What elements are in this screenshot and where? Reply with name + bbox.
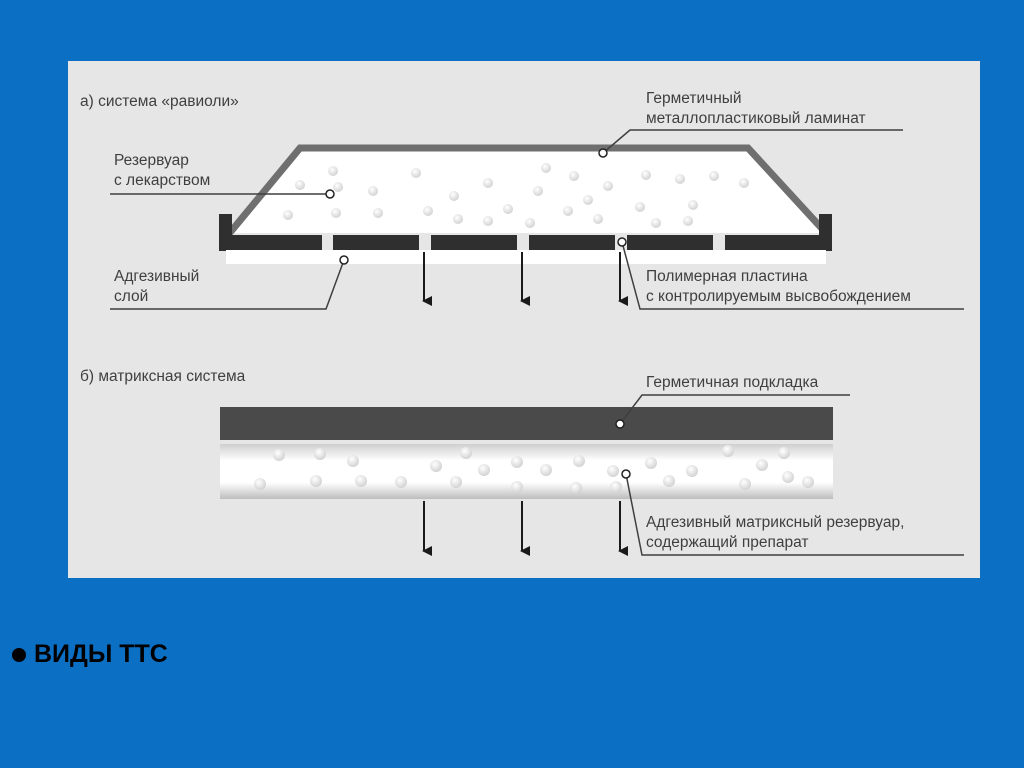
bullet-text: ВИДЫ ТТС [34, 640, 168, 668]
adhesive-layer [226, 250, 826, 264]
label-backing: Герметичная подкладка [646, 374, 819, 391]
callout-adhesive: Адгезивный слой [110, 255, 349, 310]
label-reservoir-line1: Резервуар [114, 152, 189, 169]
drug-particles-reservoir [283, 163, 749, 228]
label-laminate-line1: Герметичный [646, 90, 742, 107]
callout-backing: Герметичная подкладка [615, 374, 850, 429]
membrane-segment [529, 235, 615, 250]
label-matrix-line1: Адгезивный матриксный резервуар, [646, 514, 904, 531]
label-laminate-line2: металлопластиковый ламинат [646, 110, 866, 127]
release-arrows-a [422, 252, 628, 306]
callout-laminate: Герметичный металлопластиковый ламинат [598, 90, 903, 158]
label-membrane-line1: Полимерная пластина [646, 268, 808, 285]
diagram-panel: а) система «равиоли» [68, 61, 980, 578]
callout-reservoir: Резервуар с лекарством [110, 152, 335, 199]
rate-control-membrane [219, 235, 832, 250]
bullet-item: ВИДЫ ТТС [12, 640, 168, 669]
callout-membrane: Полимерная пластина с контролируемым выс… [617, 237, 964, 310]
membrane-segment [725, 235, 832, 250]
membrane-segment [333, 235, 419, 250]
backing-layer [220, 407, 833, 440]
matrix-reservoir [220, 444, 833, 499]
callout-matrix: Адгезивный матриксный резервуар, содержа… [621, 469, 964, 556]
section-b-heading: б) матриксная система [80, 368, 246, 385]
label-matrix-line2: содержащий препарат [646, 534, 809, 551]
tts-diagram: а) система «равиоли» [80, 90, 964, 556]
label-membrane-line2: с контролируемым высвобождением [646, 288, 911, 305]
label-reservoir-line2: с лекарством [114, 172, 210, 189]
membrane-segment [219, 235, 322, 250]
label-adhesive-line2: слой [114, 288, 148, 305]
drug-particles-matrix [254, 445, 814, 494]
section-a-heading: а) система «равиоли» [80, 93, 239, 110]
membrane-segment [431, 235, 517, 250]
label-adhesive-line1: Адгезивный [114, 268, 199, 285]
laminate-layer [225, 144, 829, 238]
bullet-dot-icon [12, 647, 26, 662]
membrane-segment [627, 235, 713, 250]
release-arrows-b [422, 501, 628, 556]
